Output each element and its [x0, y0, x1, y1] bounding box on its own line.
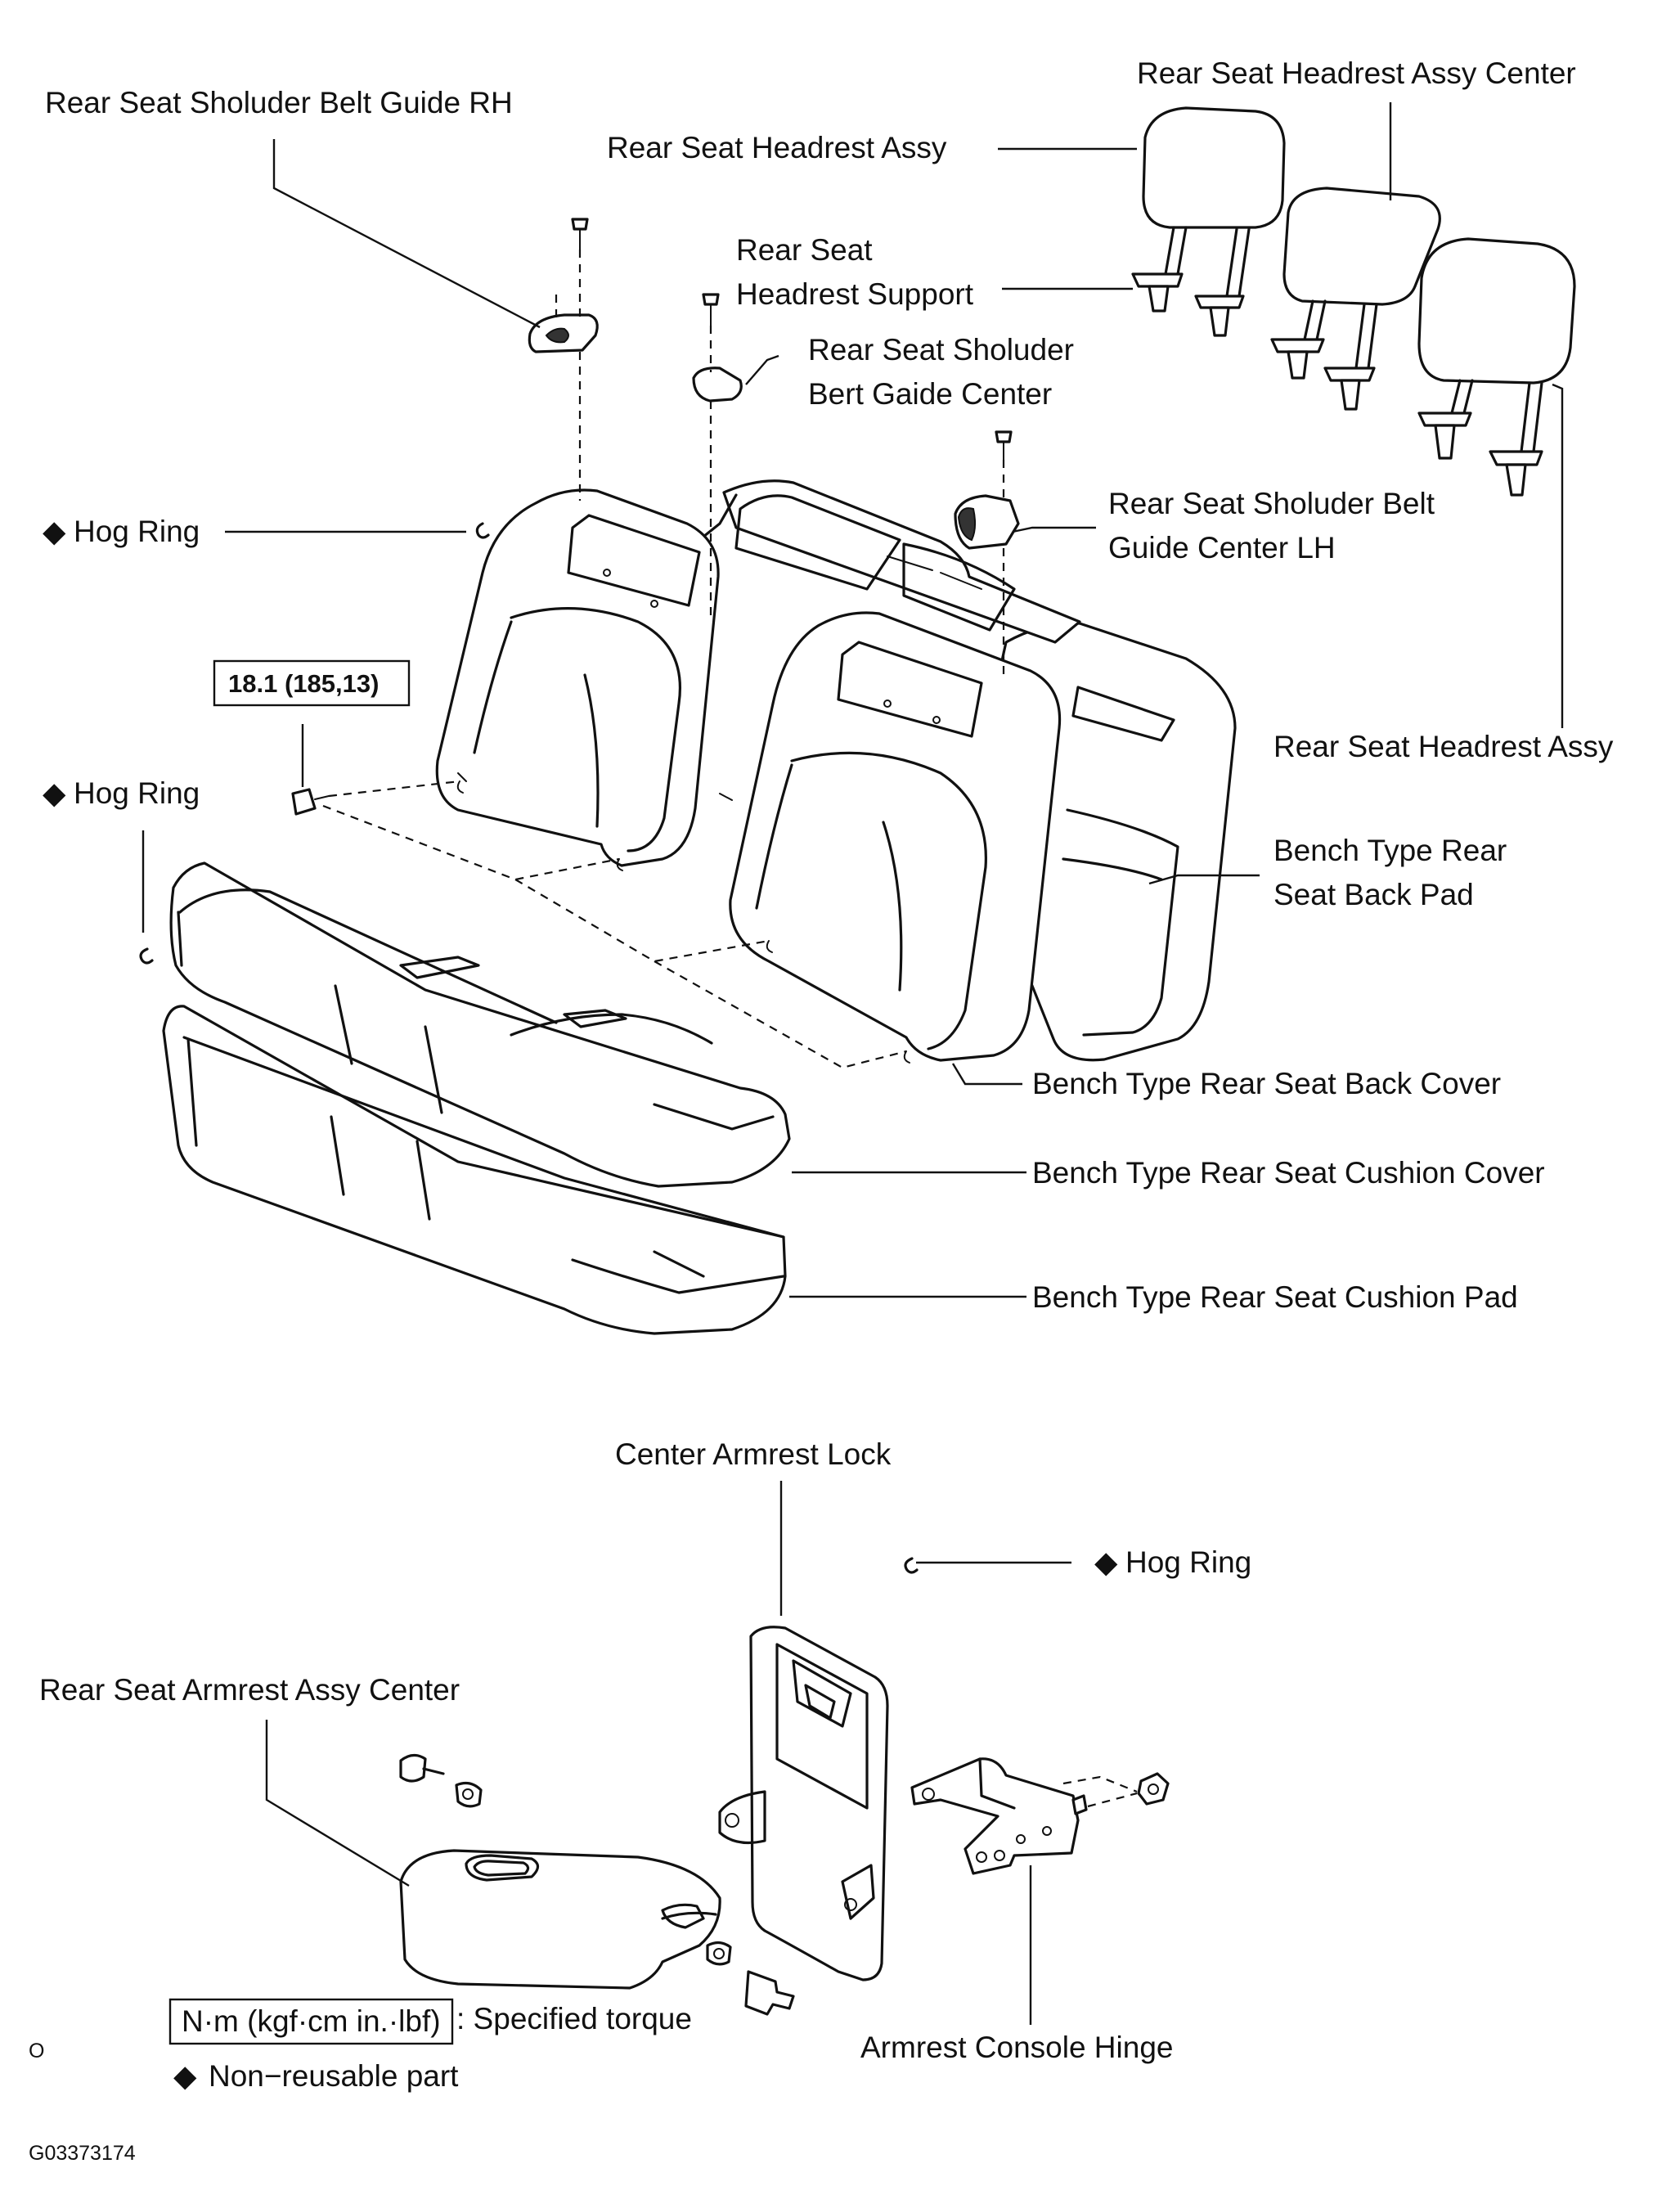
legend-non-reusable: Non−reusable part [209, 2059, 459, 2093]
headrest-center [1270, 187, 1441, 411]
belt-guide-rh [528, 218, 599, 353]
attachment-dashed-lines [322, 352, 1005, 1069]
belt-guide-center-lh [954, 430, 1020, 550]
seat-back-left-cover [435, 488, 720, 867]
label-armrest-assy: Rear Seat Armrest Assy Center [39, 1673, 460, 1707]
hog-ring-text: Hog Ring [74, 776, 200, 810]
leader-lines [141, 102, 1564, 2025]
torque-box: 18.1 (185,13) [213, 659, 411, 707]
headrest-left [1131, 106, 1286, 337]
armrest-console-hinge [910, 1757, 1170, 1875]
hog-ring-clips [456, 780, 910, 1064]
belt-guide-center [692, 293, 743, 403]
hog-ring-icon-2 [139, 947, 154, 965]
seat-cushion-pad [162, 1005, 787, 1335]
label-cushion-cover: Bench Type Rear Seat Cushion Cover [1032, 1156, 1545, 1190]
label-belt-guide-center-line1: Rear Seat Sholuder [808, 333, 1074, 367]
label-hog-ring-1: ◆ Hog Ring [43, 515, 200, 548]
label-belt-guide-center-line2: Bert Gaide Center [808, 377, 1052, 411]
corner-mark: O [29, 2040, 44, 2062]
diamond-marker: ◆ [1094, 1545, 1118, 1579]
legend-diamond-marker: ◆ [173, 2059, 197, 2093]
label-belt-guide-lh-line2: Guide Center LH [1108, 531, 1336, 564]
hog-ring-text: Hog Ring [1125, 1545, 1251, 1579]
seat-back-center-cover [719, 611, 1062, 1062]
label-cushion-pad: Bench Type Rear Seat Cushion Pad [1032, 1280, 1518, 1314]
label-back-cover: Bench Type Rear Seat Back Cover [1032, 1067, 1501, 1100]
center-armrest-lock [718, 1626, 889, 1981]
label-belt-guide-rh: Rear Seat Sholuder Belt Guide RH [45, 86, 513, 119]
label-belt-guide-lh-line1: Rear Seat Sholuder Belt [1108, 487, 1435, 520]
legend-torque-unit: N·m (kgf·cm in.·lbf) [182, 2004, 441, 2038]
label-hog-ring-3: ◆ Hog Ring [1094, 1545, 1251, 1579]
seat-back-upper-band [698, 479, 1081, 644]
armrest-fasteners [399, 1753, 795, 2016]
label-headrest-support-line2: Headrest Support [736, 277, 974, 311]
label-back-pad-line2: Seat Back Pad [1273, 878, 1474, 911]
label-armrest-lock: Center Armrest Lock [615, 1437, 892, 1471]
legend-torque-desc: : Specified torque [456, 2002, 692, 2035]
label-hog-ring-2: ◆ Hog Ring [43, 776, 200, 810]
torque-value: 18.1 (185,13) [228, 669, 379, 698]
figure-id: G03373174 [29, 2142, 136, 2165]
label-headrest-assy-right: Rear Seat Headrest Assy [1273, 730, 1614, 763]
seat-cushion-cover [169, 861, 791, 1188]
hog-ring-icon-3 [904, 1557, 919, 1574]
hog-ring-text: Hog Ring [74, 515, 200, 548]
label-headrest-assy-center: Rear Seat Headrest Assy Center [1137, 56, 1576, 90]
label-console-hinge: Armrest Console Hinge [860, 2031, 1173, 2064]
part-labels: Rear Seat Headrest Assy Center Rear Seat… [39, 56, 1614, 2064]
label-headrest-assy: Rear Seat Headrest Assy [607, 131, 947, 164]
diamond-marker: ◆ [43, 776, 66, 810]
label-back-pad-line1: Bench Type Rear [1273, 834, 1507, 867]
headrest-right [1417, 237, 1576, 497]
hog-ring-icon-1 [475, 522, 490, 539]
torque-bolt [291, 788, 330, 816]
diamond-marker: ◆ [43, 515, 66, 548]
legend: N·m (kgf·cm in.·lbf) : Specified torque … [168, 1998, 692, 2093]
label-headrest-support-line1: Rear Seat [736, 233, 873, 267]
armrest-assy-center [399, 1849, 721, 1990]
